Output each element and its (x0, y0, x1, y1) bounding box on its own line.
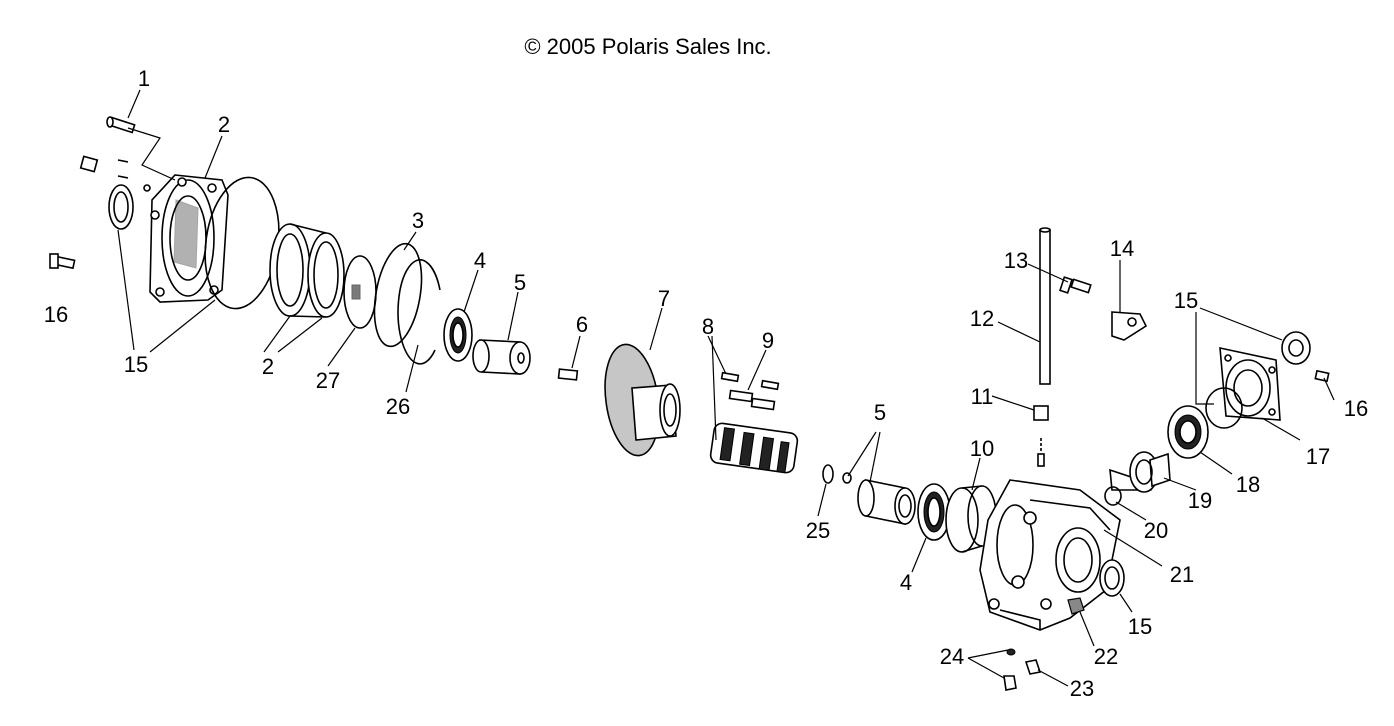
callout-15: 15 (1128, 614, 1152, 639)
part-20-washer (1104, 486, 1122, 506)
part-16-bolt-right (1314, 369, 1330, 383)
callout-22: 22 (1094, 644, 1118, 669)
callout-14: 14 (1110, 236, 1134, 261)
part-15-seal-right (1099, 559, 1125, 597)
part-dowels (79, 155, 151, 192)
callout-27: 27 (316, 368, 340, 393)
part-13-bolt (1059, 276, 1092, 294)
callout-10: 10 (970, 436, 994, 461)
callout-8: 8 (702, 314, 714, 339)
callout-12: 12 (970, 306, 994, 331)
part-14-bracket (1111, 311, 1148, 341)
part-12-rod (1039, 227, 1051, 385)
callout-24: 24 (940, 644, 964, 669)
callout-7: 7 (658, 286, 670, 311)
part-11-nut (1033, 405, 1049, 421)
callout-2: 2 (262, 354, 274, 379)
leader-lines (117, 89, 1335, 687)
part-6-pin (557, 368, 579, 381)
part-23-plug (1024, 659, 1042, 675)
part-1-stud (106, 116, 136, 134)
callout-5: 5 (514, 270, 526, 295)
callout-4: 4 (900, 570, 912, 595)
part-2-cover (149, 174, 229, 303)
part-17-end-cover (1219, 346, 1281, 421)
part-4-bearing-right (917, 483, 951, 541)
callout-3: 3 (412, 208, 424, 233)
part-8-roller-cage (709, 422, 799, 474)
part-2-races (269, 223, 345, 318)
part-5-sleeve-left (472, 339, 531, 375)
part-27-plate (343, 255, 377, 329)
part-19-pinion (1109, 451, 1171, 493)
callout-18: 18 (1236, 472, 1260, 497)
part-22-plug (1067, 597, 1085, 615)
callout-6: 6 (576, 312, 588, 337)
callout-15: 15 (1174, 288, 1198, 313)
part-15-seal-left (108, 184, 134, 230)
part-16-bolt-left (49, 253, 76, 270)
callout-13: 13 (1004, 248, 1028, 273)
callout-16: 16 (44, 302, 68, 327)
callout-9: 9 (762, 328, 774, 353)
callout-21: 21 (1170, 562, 1194, 587)
callout-numbers: 1 2 16 15 2 27 3 26 4 5 6 7 8 9 25 5 4 1… (44, 66, 1368, 701)
part-4-bearing-left (443, 308, 473, 362)
part-18-bearing (1167, 405, 1209, 459)
part-26-snap-ring (397, 259, 441, 365)
part-15-seal-top-right (1281, 331, 1311, 365)
callout-19: 19 (1188, 488, 1212, 513)
callout-26: 26 (386, 394, 410, 419)
part-8-9-pins (720, 371, 780, 411)
part-21-housing (979, 479, 1121, 631)
part-pin-small (1037, 438, 1045, 467)
part-oring-small (1205, 387, 1243, 429)
callout-5: 5 (874, 400, 886, 425)
part-5-sleeve-right (842, 472, 916, 525)
callout-4: 4 (474, 248, 486, 273)
callout-15: 15 (124, 352, 148, 377)
callout-11: 11 (971, 384, 994, 409)
part-10-ring (945, 485, 997, 553)
callout-1: 1 (138, 66, 150, 91)
copyright-text: © 2005 Polaris Sales Inc. (524, 34, 771, 59)
callout-16: 16 (1344, 396, 1368, 421)
part-3-ring (373, 242, 423, 348)
callout-20: 20 (1144, 518, 1168, 543)
callout-25: 25 (806, 518, 830, 543)
part-24-washer (1003, 648, 1017, 691)
callout-23: 23 (1070, 676, 1094, 701)
callout-17: 17 (1306, 444, 1330, 469)
callout-2: 2 (218, 112, 230, 137)
part-7-ring-gear (604, 343, 681, 457)
part-25-ring (822, 464, 834, 484)
